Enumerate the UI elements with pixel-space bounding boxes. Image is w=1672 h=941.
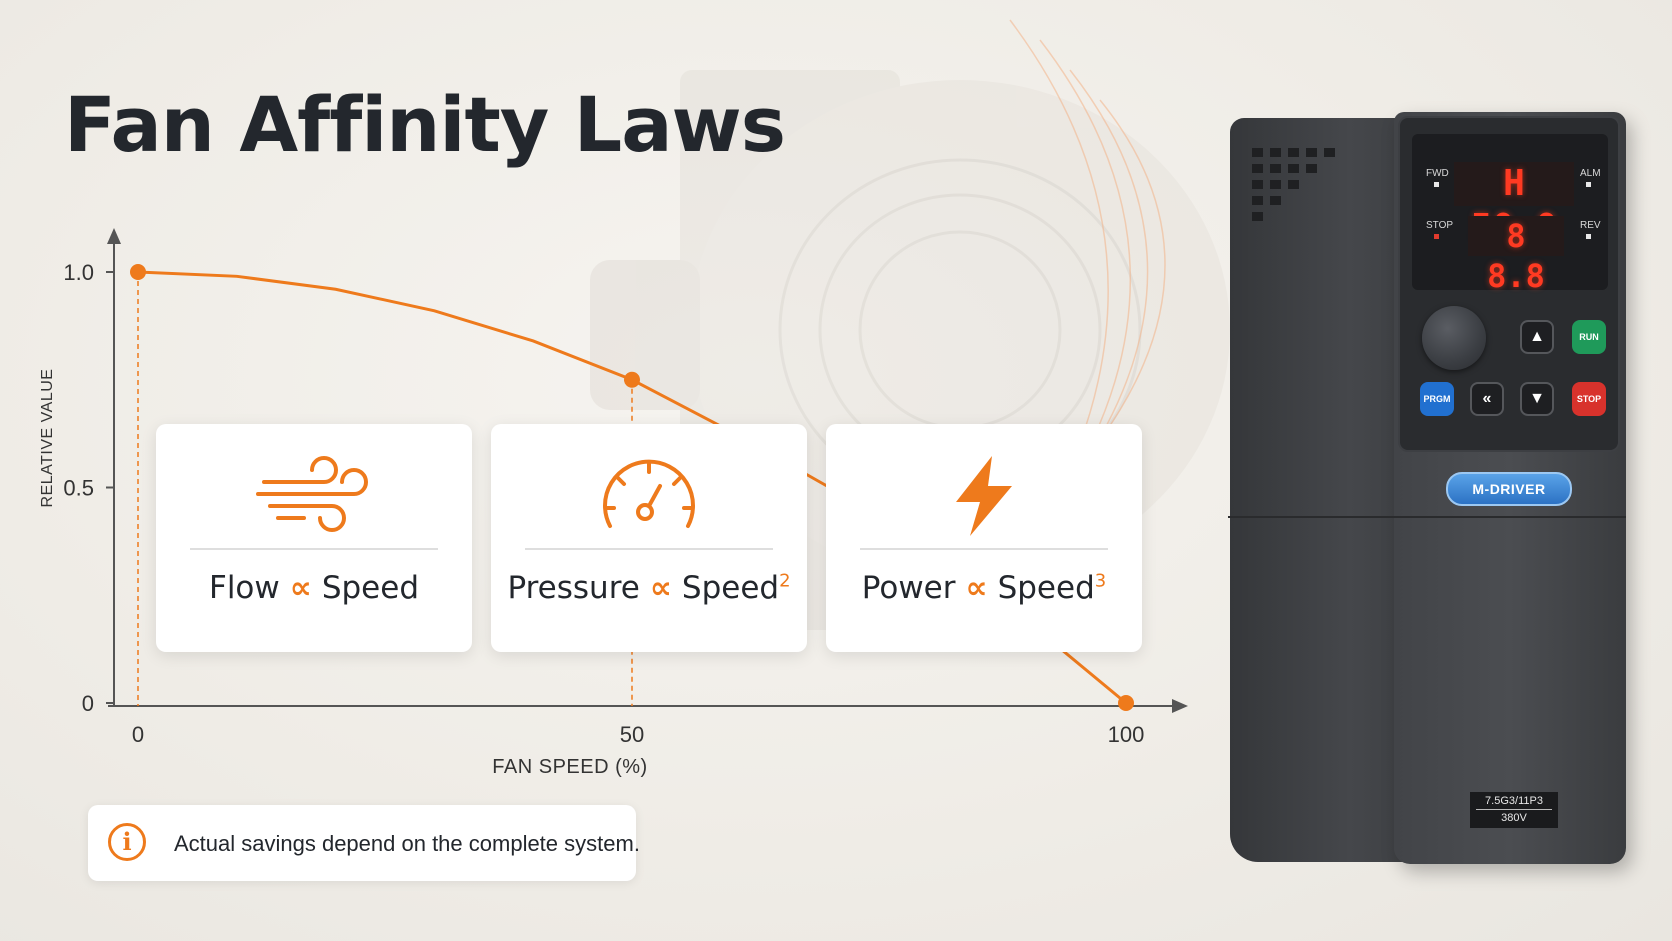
alm-indicator-label: ALM: [1580, 168, 1601, 179]
x-tick-label: 100: [1108, 722, 1145, 747]
formula-left: Pressure: [507, 570, 640, 606]
formula-right: Speed: [681, 570, 780, 606]
control-panel: FWD ALM STOP REV H 50.0 8 8.8 ▲ RUN PRGM…: [1398, 116, 1620, 452]
x-axis-arrow: [1172, 699, 1188, 713]
pressure-card: Pressure∝Speed2: [491, 424, 807, 652]
y-axis-arrow: [107, 228, 121, 244]
down-button[interactable]: ▼: [1520, 382, 1554, 416]
alm-indicator-led: [1586, 182, 1591, 187]
data-point-marker: [130, 264, 146, 280]
x-tick-label: 50: [620, 722, 644, 747]
proportional-symbol: ∝: [289, 570, 312, 606]
formula-left: Power: [861, 570, 956, 606]
data-point-marker: [1118, 695, 1134, 711]
display-line-1: H 50.0: [1454, 162, 1574, 248]
rating-model: 7.5G3/11P3: [1476, 792, 1552, 810]
rating-voltage: 380V: [1501, 812, 1527, 824]
formula-exponent: 2: [779, 570, 791, 592]
rev-indicator-label: REV: [1580, 220, 1601, 231]
rev-indicator-led: [1586, 234, 1591, 239]
power-card: Power∝Speed3: [826, 424, 1142, 652]
formula-right: Speed: [997, 570, 1095, 606]
lightning-icon: [944, 452, 1024, 545]
card-divider: [190, 548, 438, 550]
stop-indicator-label: STOP: [1426, 220, 1454, 231]
stop-button[interactable]: STOP: [1572, 382, 1606, 416]
prgm-button[interactable]: PRGM: [1420, 382, 1454, 416]
x-tick-label: 0: [132, 722, 144, 747]
shift-left-button[interactable]: «: [1470, 382, 1504, 416]
proportional-symbol: ∝: [965, 570, 988, 606]
speed-knob[interactable]: [1422, 306, 1486, 370]
gauge-icon: [594, 452, 704, 541]
proportional-symbol: ∝: [649, 570, 672, 606]
page-title: Fan Affinity Laws: [64, 80, 786, 169]
panel-seam: [1228, 516, 1626, 518]
savings-note: i Actual savings depend on the complete …: [88, 805, 640, 881]
info-icon: i: [108, 823, 146, 861]
flow-card: Flow∝Speed: [156, 424, 472, 652]
vfd-device: FWD ALM STOP REV H 50.0 8 8.8 ▲ RUN PRGM…: [1228, 112, 1628, 867]
note-text: Actual savings depend on the complete sy…: [174, 831, 640, 856]
card-divider: [860, 548, 1108, 550]
card-divider: [525, 548, 773, 550]
y-tick-label: 0: [82, 691, 94, 716]
pressure-formula: Pressure∝Speed2: [491, 570, 807, 606]
data-point-marker: [624, 371, 640, 388]
formula-right: Speed: [321, 570, 420, 606]
y-tick-label: 1.0: [63, 260, 94, 285]
fwd-indicator-label: FWD: [1426, 168, 1449, 179]
formula-exponent: 3: [1094, 570, 1107, 592]
run-button[interactable]: RUN: [1572, 320, 1606, 354]
fwd-indicator-led: [1434, 182, 1439, 187]
y-axis-label: RELATIVE VALUE: [39, 368, 56, 508]
flow-formula: Flow∝Speed: [156, 570, 472, 606]
power-formula: Power∝Speed3: [826, 570, 1142, 606]
up-button[interactable]: ▲: [1520, 320, 1554, 354]
stop-indicator-led: [1434, 234, 1439, 239]
y-tick-label: 0.5: [63, 476, 94, 501]
x-axis-label: FAN SPEED (%): [492, 756, 648, 778]
side-seam: [1228, 516, 1398, 518]
display-line-2: 8 8.8: [1468, 216, 1564, 295]
led-display: FWD ALM STOP REV H 50.0 8 8.8: [1412, 134, 1608, 295]
rating-label: 7.5G3/11P3 380V: [1470, 792, 1558, 828]
wind-icon: [254, 452, 374, 537]
brand-logo: M-DRIVER: [1446, 472, 1572, 506]
formula-left: Flow: [208, 570, 280, 606]
